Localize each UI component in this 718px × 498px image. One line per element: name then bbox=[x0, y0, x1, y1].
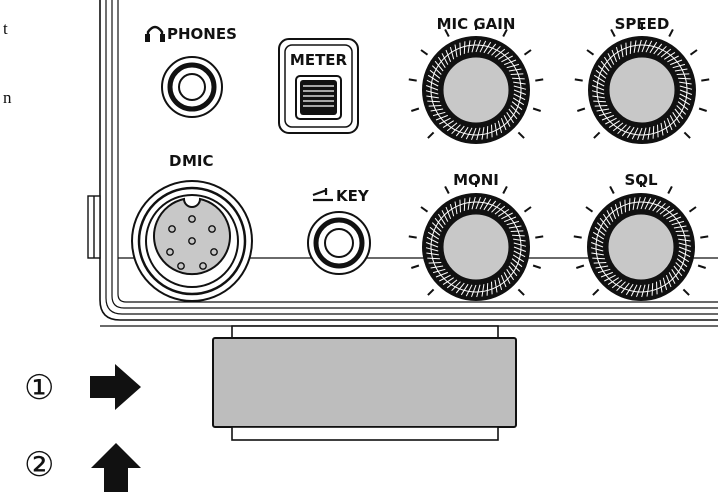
mic-gain-knob bbox=[408, 24, 544, 144]
knob-face bbox=[606, 54, 678, 126]
mic-label: MIC bbox=[182, 152, 214, 170]
knob-face bbox=[605, 211, 677, 283]
side-text-1: t bbox=[3, 19, 8, 38]
step-2-number: ② bbox=[24, 445, 54, 485]
up-arrow-icon bbox=[91, 443, 141, 492]
meter-label: METER bbox=[290, 51, 348, 69]
knob-knurling bbox=[591, 39, 693, 141]
moni-knob bbox=[408, 181, 544, 301]
front-tab bbox=[212, 325, 517, 441]
phones-label: PHONES bbox=[167, 25, 237, 43]
knob-scale-ticks bbox=[408, 181, 544, 296]
knob-face bbox=[440, 211, 512, 283]
meter-button: METER bbox=[278, 38, 359, 134]
side-text-2: n bbox=[3, 88, 12, 107]
speed-knob bbox=[574, 24, 710, 144]
sql-label: SQL bbox=[624, 171, 658, 189]
right-arrow-icon bbox=[90, 364, 141, 410]
knob-scale-ticks bbox=[574, 24, 710, 139]
knob-knurling bbox=[425, 39, 527, 141]
headphone-icon bbox=[145, 25, 165, 42]
key-paddle-icon bbox=[312, 188, 333, 202]
sql-knob bbox=[573, 181, 709, 301]
step-1-number: ① bbox=[24, 368, 54, 408]
phones-jack: PHONES bbox=[145, 25, 237, 118]
knob-knurling bbox=[425, 196, 527, 298]
knob-scale-ticks bbox=[573, 181, 709, 296]
knob-knurling bbox=[590, 196, 692, 298]
key-label: KEY bbox=[336, 187, 370, 205]
knob-scale-ticks bbox=[408, 24, 544, 139]
key-jack: KEY bbox=[307, 187, 371, 275]
mic-label-icon: D bbox=[169, 152, 181, 170]
mic-connector: D MIC bbox=[131, 152, 253, 302]
knob-group bbox=[408, 24, 710, 301]
moni-label: MONI bbox=[453, 171, 499, 189]
knob-face bbox=[440, 54, 512, 126]
side-bracket bbox=[87, 195, 101, 259]
